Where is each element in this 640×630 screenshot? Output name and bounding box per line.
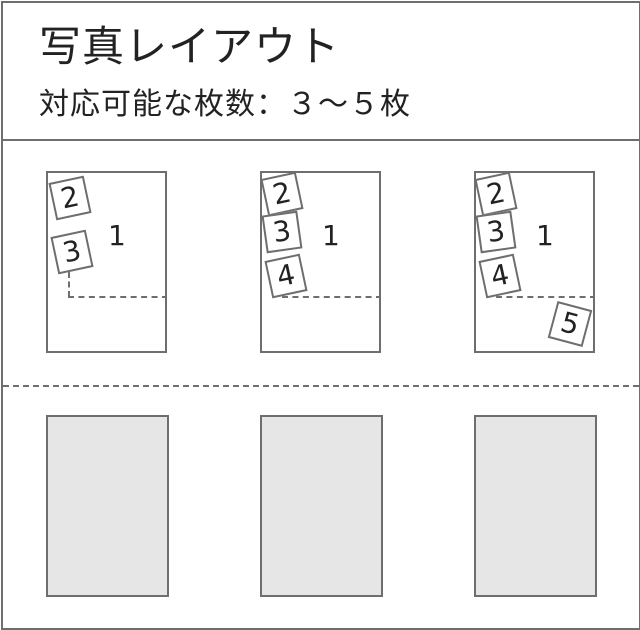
layout-5-photos: 1 2 3 4 5: [474, 171, 595, 353]
fold-line: [68, 296, 165, 298]
page-title: 写真レイアウト: [39, 22, 341, 71]
fold-line: [496, 296, 593, 298]
photo-card: 3: [50, 229, 94, 275]
header: 写真レイアウト 対応可能な枚数：３～５枚: [3, 3, 639, 141]
layout-3-photos: 1 2 3: [46, 171, 167, 353]
page-subtitle: 対応可能な枚数：３～５枚: [39, 87, 411, 122]
fold-line: [68, 253, 70, 297]
photo-card: 3: [476, 210, 517, 254]
main-photo-label: 1: [536, 219, 554, 252]
photo-card: 2: [48, 175, 92, 221]
photo-placeholder: [474, 415, 597, 597]
layout-4-photos: 1 2 3 4: [260, 171, 381, 353]
main-photo-label: 1: [322, 219, 340, 252]
photo-card: 3: [262, 210, 303, 254]
section-divider: [3, 385, 639, 387]
fold-line: [282, 296, 379, 298]
photo-placeholder: [46, 415, 169, 597]
main-photo-label: 1: [108, 219, 126, 252]
photo-placeholder: [260, 415, 383, 597]
photo-card: 4: [264, 253, 308, 299]
photo-card: 4: [478, 253, 522, 299]
photo-card: 5: [547, 300, 593, 348]
